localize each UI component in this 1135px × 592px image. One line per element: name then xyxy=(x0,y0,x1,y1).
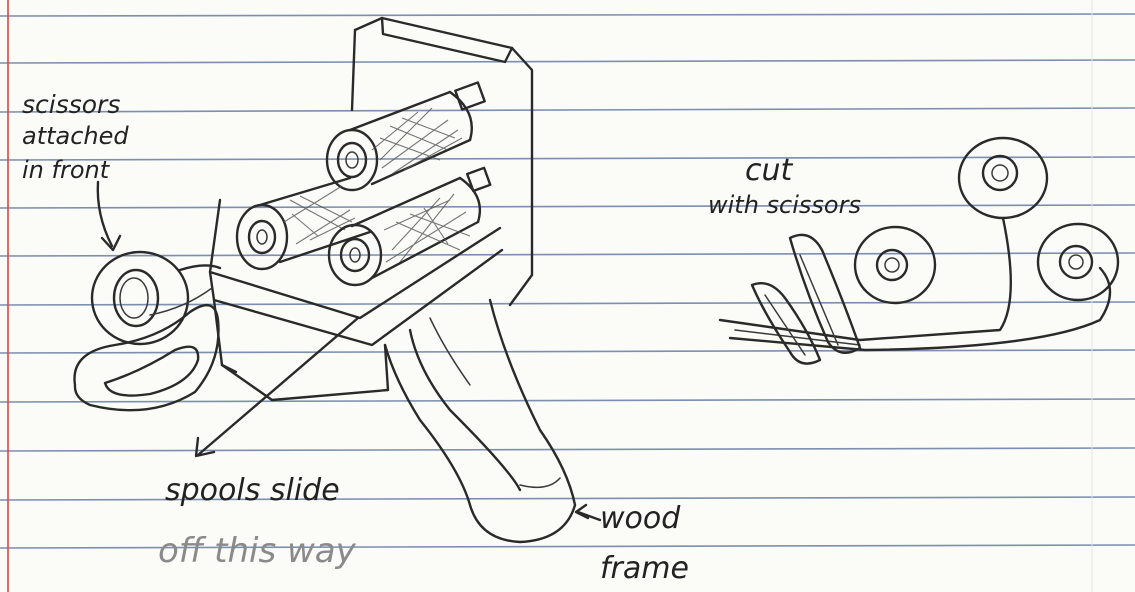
label-wood: wood xyxy=(600,501,681,536)
ruled-lines xyxy=(0,14,1135,548)
label-scissors-line1: scissors xyxy=(22,90,120,119)
arrow-spools-slide xyxy=(196,318,358,456)
scissors-drawing xyxy=(75,252,221,410)
spool-top-back xyxy=(327,82,485,190)
arrow-to-wood-frame xyxy=(576,505,600,520)
label-spools-slide: spools slide xyxy=(165,473,340,508)
label-off-this-way: off this way xyxy=(158,531,357,571)
label-cut-line2: with scissors xyxy=(708,191,861,219)
wood-frame-drawing xyxy=(210,18,575,542)
label-scissors-line3: in front xyxy=(22,156,111,184)
label-cut-line1: cut xyxy=(745,153,794,188)
label-scissors-attached: scissors attached in front xyxy=(22,90,129,184)
spool-bottom-front xyxy=(329,168,490,285)
label-cut-with-scissors: cut with scissors xyxy=(708,153,861,219)
arrow-to-scissors xyxy=(98,182,120,250)
label-scissors-line2: attached xyxy=(22,122,129,150)
label-frame: frame xyxy=(600,551,689,586)
